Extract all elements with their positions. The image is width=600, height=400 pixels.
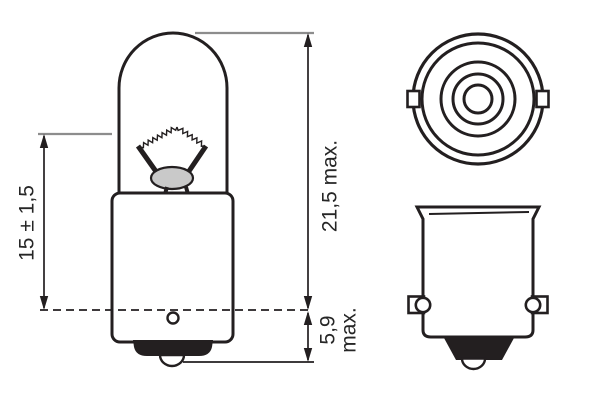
inner-rim-circle xyxy=(420,41,536,157)
bottom-contact xyxy=(133,340,213,356)
arrowhead-down-icon xyxy=(39,296,49,310)
side-view-base xyxy=(407,205,549,371)
top-view-base xyxy=(406,32,550,166)
filament-coil-left xyxy=(139,126,178,149)
arrowhead-up-icon xyxy=(303,33,313,47)
dimension-overall-length: 21,5 max. xyxy=(303,33,342,310)
pin-left-circle xyxy=(414,296,432,314)
filament-coil-right xyxy=(176,126,206,147)
arrowhead-down-icon xyxy=(303,348,313,362)
arrowhead-down-icon xyxy=(303,296,313,310)
bayonet-pin-right xyxy=(535,89,550,109)
bayonet-pin-hole xyxy=(166,311,180,325)
dim-label-light-center-length: 15 ± 1,5 xyxy=(16,185,39,261)
contact-ring-circle xyxy=(451,72,505,126)
dim-label-base-height-suffix: max. xyxy=(338,307,361,353)
base-rim-line xyxy=(428,211,530,215)
contact-tip xyxy=(460,357,487,371)
insulator-circle xyxy=(439,60,517,138)
dimension-base-height: 5,9 max. xyxy=(303,307,361,362)
dim-label-base-height-value: 5,9 xyxy=(317,315,340,344)
outer-rim-circle xyxy=(411,32,545,166)
pin-right-circle xyxy=(524,296,542,314)
bottom-contact xyxy=(444,338,514,360)
contact-tip xyxy=(158,353,186,368)
bayonet-pin-left xyxy=(406,89,421,109)
dimension-light-center-length: 15 ± 1,5 xyxy=(16,134,49,310)
dimension-annotations: 15 ± 1,5 21,5 max. 5,9 max. xyxy=(16,31,361,363)
arrowhead-up-icon xyxy=(303,311,313,325)
arrowhead-up-icon xyxy=(39,134,49,148)
glass-bead xyxy=(149,165,195,191)
dim-label-overall-length: 21,5 max. xyxy=(319,140,342,232)
base-shell xyxy=(414,205,542,339)
center-contact-circle xyxy=(462,83,494,115)
side-view-bulb xyxy=(110,31,235,368)
